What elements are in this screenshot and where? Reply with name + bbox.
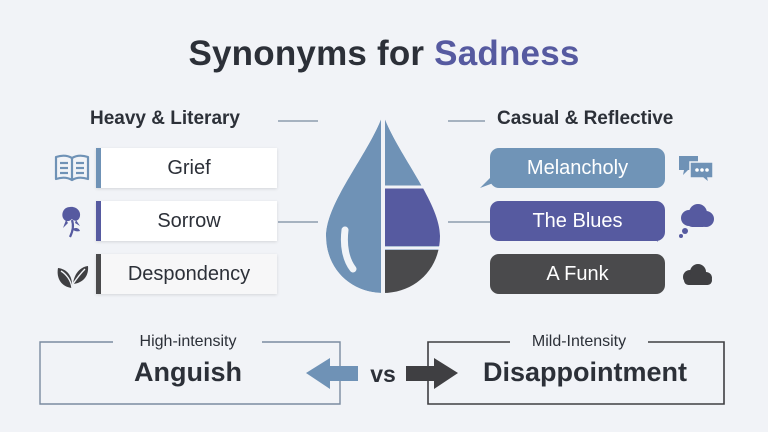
synonym-label: The Blues [532, 209, 623, 232]
synonym-bubble-a-funk: A Funk [490, 254, 665, 294]
synonym-card-despondency: Despondency [96, 254, 277, 294]
drop-highlight [340, 226, 357, 273]
synonym-label: Grief [167, 156, 211, 179]
synonym-label: A Funk [546, 262, 609, 285]
synonym-label: Sorrow [157, 209, 221, 232]
right-arrow-icon [406, 358, 458, 389]
leaves-icon [52, 254, 92, 294]
right-frame [427, 341, 725, 405]
open-book-icon [52, 148, 92, 188]
page-title: Synonyms for Sadness [0, 34, 768, 74]
cloud-icon [676, 254, 716, 294]
synonym-card-grief: Grief [96, 148, 277, 188]
drop-left-half [326, 119, 381, 293]
versus-label: vs [370, 361, 396, 387]
left-arrow-icon [306, 358, 358, 389]
speech-bubbles-icon [676, 148, 716, 188]
mild-intensity-caption: Mild-Intensity [531, 333, 627, 350]
left-frame [39, 341, 341, 405]
synonym-label: Despondency [127, 262, 251, 285]
synonym-bubble-melancholy: Melancholy [490, 148, 665, 188]
synonym-bubble-the-blues: The Blues [490, 201, 665, 241]
high-intensity-word: Anguish [134, 357, 242, 387]
right-section-heading: Casual & Reflective [497, 108, 674, 129]
sadness-drop-diagram [318, 112, 448, 296]
title-prefix: Synonyms for [188, 34, 425, 73]
left-section-heading: Heavy & Literary [90, 108, 240, 129]
synonym-label: Melancholy [526, 156, 629, 179]
thought-cloud-icon [676, 201, 716, 241]
mild-intensity-word: Disappointment [482, 357, 687, 387]
wilted-flower-icon [52, 201, 92, 241]
high-intensity-caption: High-intensity [139, 333, 237, 350]
synonym-card-sorrow: Sorrow [96, 201, 277, 241]
title-accent: Sadness [434, 34, 580, 73]
